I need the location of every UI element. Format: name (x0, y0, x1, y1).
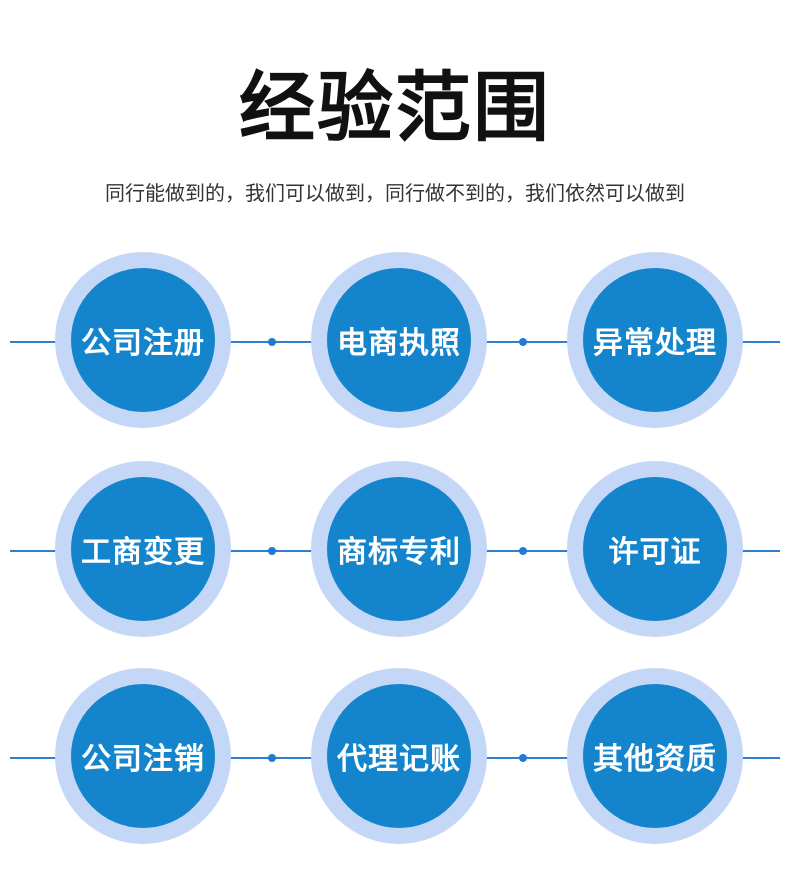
service-label: 异常处理 (593, 326, 717, 361)
service-ecommerce-license[interactable]: 电商执照 (311, 252, 487, 428)
connector-dot (519, 754, 527, 762)
service-label: 许可证 (608, 535, 702, 570)
service-label: 公司注册 (81, 326, 205, 361)
service-label: 商标专利 (337, 535, 461, 570)
service-label: 其他资质 (593, 742, 717, 777)
connector-dot (519, 338, 527, 346)
service-circle: 公司注册 (71, 268, 215, 412)
service-circle: 商标专利 (327, 477, 471, 621)
service-circle: 公司注销 (71, 684, 215, 828)
service-circle: 异常处理 (583, 268, 727, 412)
service-business-change[interactable]: 工商变更 (55, 461, 231, 637)
service-label: 代理记账 (337, 742, 461, 777)
service-bookkeeping[interactable]: 代理记账 (311, 668, 487, 844)
service-exception-handling[interactable]: 异常处理 (567, 252, 743, 428)
service-trademark-patent[interactable]: 商标专利 (311, 461, 487, 637)
service-circle: 代理记账 (327, 684, 471, 828)
service-label: 公司注销 (81, 742, 205, 777)
service-circle: 其他资质 (583, 684, 727, 828)
service-other-qualifications[interactable]: 其他资质 (567, 668, 743, 844)
service-row-1: 公司注册 电商执照 异常处理 (0, 252, 790, 432)
page-subtitle: 同行能做到的，我们可以做到，同行做不到的，我们依然可以做到 (105, 181, 685, 205)
service-label: 电商执照 (337, 326, 461, 361)
service-circle: 电商执照 (327, 268, 471, 412)
service-label: 工商变更 (81, 535, 205, 570)
service-row-2: 工商变更 商标专利 许可证 (0, 461, 790, 641)
connector-dot (268, 754, 276, 762)
connector-dot (268, 547, 276, 555)
service-circle: 工商变更 (71, 477, 215, 621)
connector-dot (268, 338, 276, 346)
service-permit[interactable]: 许可证 (567, 461, 743, 637)
page-title: 经验范围 (239, 63, 551, 152)
connector-dot (519, 547, 527, 555)
service-company-deregistration[interactable]: 公司注销 (55, 668, 231, 844)
service-row-3: 公司注销 代理记账 其他资质 (0, 668, 790, 848)
service-circle: 许可证 (583, 477, 727, 621)
service-company-registration[interactable]: 公司注册 (55, 252, 231, 428)
